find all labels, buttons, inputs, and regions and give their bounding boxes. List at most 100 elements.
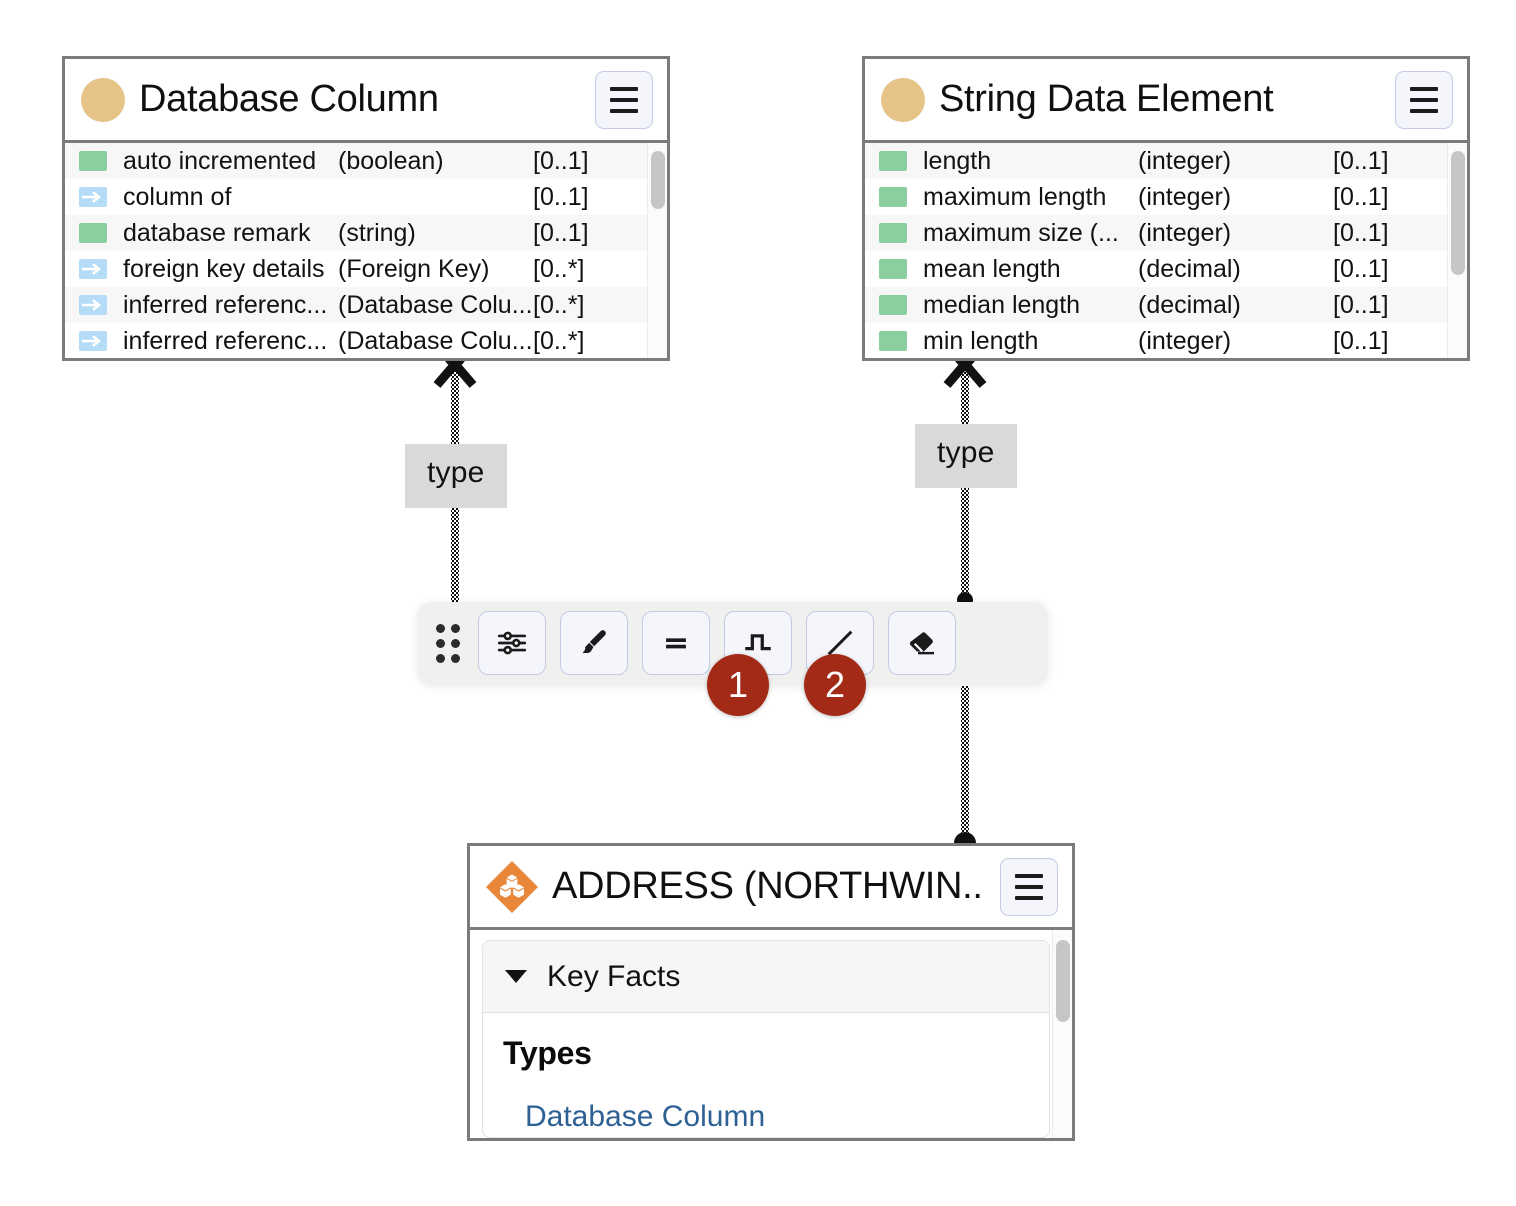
attribute-swatch-icon bbox=[79, 223, 107, 243]
attribute-row[interactable]: database remark (string) [0..1] bbox=[65, 215, 647, 251]
hamburger-bar bbox=[1015, 884, 1043, 889]
attribute-cardinality: [0..1] bbox=[1333, 326, 1389, 355]
node-database-column[interactable]: Database Column auto incremented (boolea… bbox=[62, 56, 670, 361]
node-title: ADDRESS (NORTHWIN... bbox=[552, 865, 986, 907]
attribute-cardinality: [0..*] bbox=[533, 254, 585, 283]
attribute-cardinality: [0..1] bbox=[533, 146, 589, 175]
hamburger-menu-button[interactable] bbox=[595, 70, 653, 129]
relationship-arrow-icon bbox=[79, 331, 107, 351]
hamburger-menu-button[interactable] bbox=[1000, 857, 1058, 916]
attribute-type: (boolean) bbox=[338, 146, 444, 175]
edge-label-type-left: type bbox=[405, 444, 507, 508]
attribute-type: (integer) bbox=[1138, 182, 1232, 211]
drag-dot bbox=[436, 623, 445, 633]
attribute-cardinality: [0..*] bbox=[533, 290, 585, 319]
drag-dot bbox=[436, 653, 445, 663]
attribute-cardinality: [0..1] bbox=[1333, 290, 1389, 319]
drag-dot bbox=[436, 638, 445, 648]
scrollbar-track[interactable] bbox=[1052, 930, 1072, 1138]
attribute-name: median length bbox=[923, 290, 1081, 319]
chevron-down-icon[interactable] bbox=[505, 970, 527, 983]
settings-sliders-button[interactable] bbox=[478, 611, 546, 675]
drag-dot bbox=[451, 653, 460, 663]
scrollbar-thumb[interactable] bbox=[651, 151, 665, 209]
scrollbar-track[interactable] bbox=[647, 143, 667, 358]
hamburger-bar bbox=[1410, 108, 1438, 113]
attribute-list[interactable]: length (integer) [0..1] maximum length (… bbox=[865, 143, 1447, 358]
hamburger-bar bbox=[1410, 86, 1438, 91]
edge-type-string-data-element[interactable] bbox=[943, 345, 987, 854]
attribute-type: (integer) bbox=[1138, 218, 1232, 247]
attribute-row[interactable]: foreign key details (Foreign Key) [0..*] bbox=[65, 251, 647, 287]
key-facts-panel: Key Facts Types Database Column bbox=[482, 940, 1050, 1138]
hamburger-bar bbox=[1015, 895, 1043, 900]
edge-label-type-right: type bbox=[915, 424, 1017, 488]
relationship-arrow-icon bbox=[79, 295, 107, 315]
type-link-database-column[interactable]: Database Column bbox=[525, 1100, 766, 1133]
hamburger-bar bbox=[610, 86, 638, 91]
attribute-type: (integer) bbox=[1138, 326, 1232, 355]
brush-button[interactable] bbox=[560, 611, 628, 675]
types-heading: Types bbox=[503, 1035, 592, 1071]
attribute-row[interactable]: mean length (decimal) [0..1] bbox=[865, 251, 1447, 287]
relationship-arrow-icon bbox=[79, 259, 107, 279]
attribute-cardinality: [0..1] bbox=[533, 218, 589, 247]
attribute-swatch-icon bbox=[879, 331, 907, 351]
hamburger-menu-button[interactable] bbox=[1395, 70, 1453, 129]
attribute-swatch-icon bbox=[879, 295, 907, 315]
attribute-cardinality: [0..1] bbox=[1333, 182, 1389, 211]
attribute-type: (Database Colu... bbox=[338, 290, 533, 319]
attribute-row[interactable]: length (integer) [0..1] bbox=[865, 143, 1447, 179]
node-address[interactable]: ADDRESS (NORTHWIN... Key Facts Types Dat… bbox=[467, 843, 1075, 1141]
attribute-type: (Database Colu... bbox=[338, 326, 533, 355]
scrollbar-thumb[interactable] bbox=[1451, 151, 1465, 275]
attribute-swatch-icon bbox=[879, 151, 907, 171]
tan-circle-icon bbox=[881, 77, 925, 122]
hamburger-bar bbox=[1015, 873, 1043, 878]
attribute-row[interactable]: maximum length (integer) [0..1] bbox=[865, 179, 1447, 215]
annotation-badge-2: 2 bbox=[804, 654, 866, 716]
tan-circle-icon bbox=[81, 77, 125, 122]
attribute-name: min length bbox=[923, 326, 1039, 355]
key-facts-label: Key Facts bbox=[547, 959, 681, 993]
node-header: Database Column bbox=[65, 59, 667, 143]
drag-handle[interactable] bbox=[436, 623, 460, 663]
attribute-name: length bbox=[923, 146, 992, 175]
drag-dot bbox=[451, 638, 460, 648]
equals-line-button[interactable] bbox=[642, 611, 710, 675]
attribute-name: inferred referenc... bbox=[123, 326, 328, 355]
attribute-type: (decimal) bbox=[1138, 290, 1241, 319]
hamburger-bar bbox=[1410, 97, 1438, 102]
attribute-name: maximum size (... bbox=[923, 218, 1119, 247]
attribute-type: (Foreign Key) bbox=[338, 254, 490, 283]
attribute-row[interactable]: inferred referenc... (Database Colu... [… bbox=[65, 323, 647, 358]
scrollbar-thumb[interactable] bbox=[1056, 940, 1070, 1022]
attribute-row[interactable]: median length (decimal) [0..1] bbox=[865, 287, 1447, 323]
node-title: String Data Element bbox=[939, 78, 1274, 120]
attribute-name: foreign key details bbox=[123, 254, 325, 283]
key-facts-header[interactable]: Key Facts bbox=[483, 941, 1049, 1013]
node-string-data-element[interactable]: String Data Element length (integer) [0.… bbox=[862, 56, 1470, 361]
attribute-name: inferred referenc... bbox=[123, 290, 328, 319]
attribute-name: database remark bbox=[123, 218, 311, 247]
eraser-button[interactable] bbox=[888, 611, 956, 675]
scrollbar-track[interactable] bbox=[1447, 143, 1467, 358]
attribute-type: (string) bbox=[338, 218, 416, 247]
node-body: length (integer) [0..1] maximum length (… bbox=[865, 143, 1467, 358]
attribute-row[interactable]: column of [0..1] bbox=[65, 179, 647, 215]
attribute-list[interactable]: auto incremented (boolean) [0..1] column… bbox=[65, 143, 647, 358]
attribute-swatch-icon bbox=[879, 223, 907, 243]
attribute-row[interactable]: auto incremented (boolean) [0..1] bbox=[65, 143, 647, 179]
hamburger-bar bbox=[610, 108, 638, 113]
attribute-row[interactable]: maximum size (... (integer) [0..1] bbox=[865, 215, 1447, 251]
attribute-type: (integer) bbox=[1138, 146, 1232, 175]
attribute-type: (decimal) bbox=[1138, 254, 1241, 283]
attribute-row[interactable]: inferred referenc... (Database Colu... [… bbox=[65, 287, 647, 323]
attribute-cardinality: [0..1] bbox=[1333, 218, 1389, 247]
attribute-name: auto incremented bbox=[123, 146, 317, 175]
attribute-row[interactable]: min length (integer) [0..1] bbox=[865, 323, 1447, 358]
attribute-cardinality: [0..1] bbox=[1333, 254, 1389, 283]
relationship-arrow-icon bbox=[79, 187, 107, 207]
attribute-name: mean length bbox=[923, 254, 1061, 283]
